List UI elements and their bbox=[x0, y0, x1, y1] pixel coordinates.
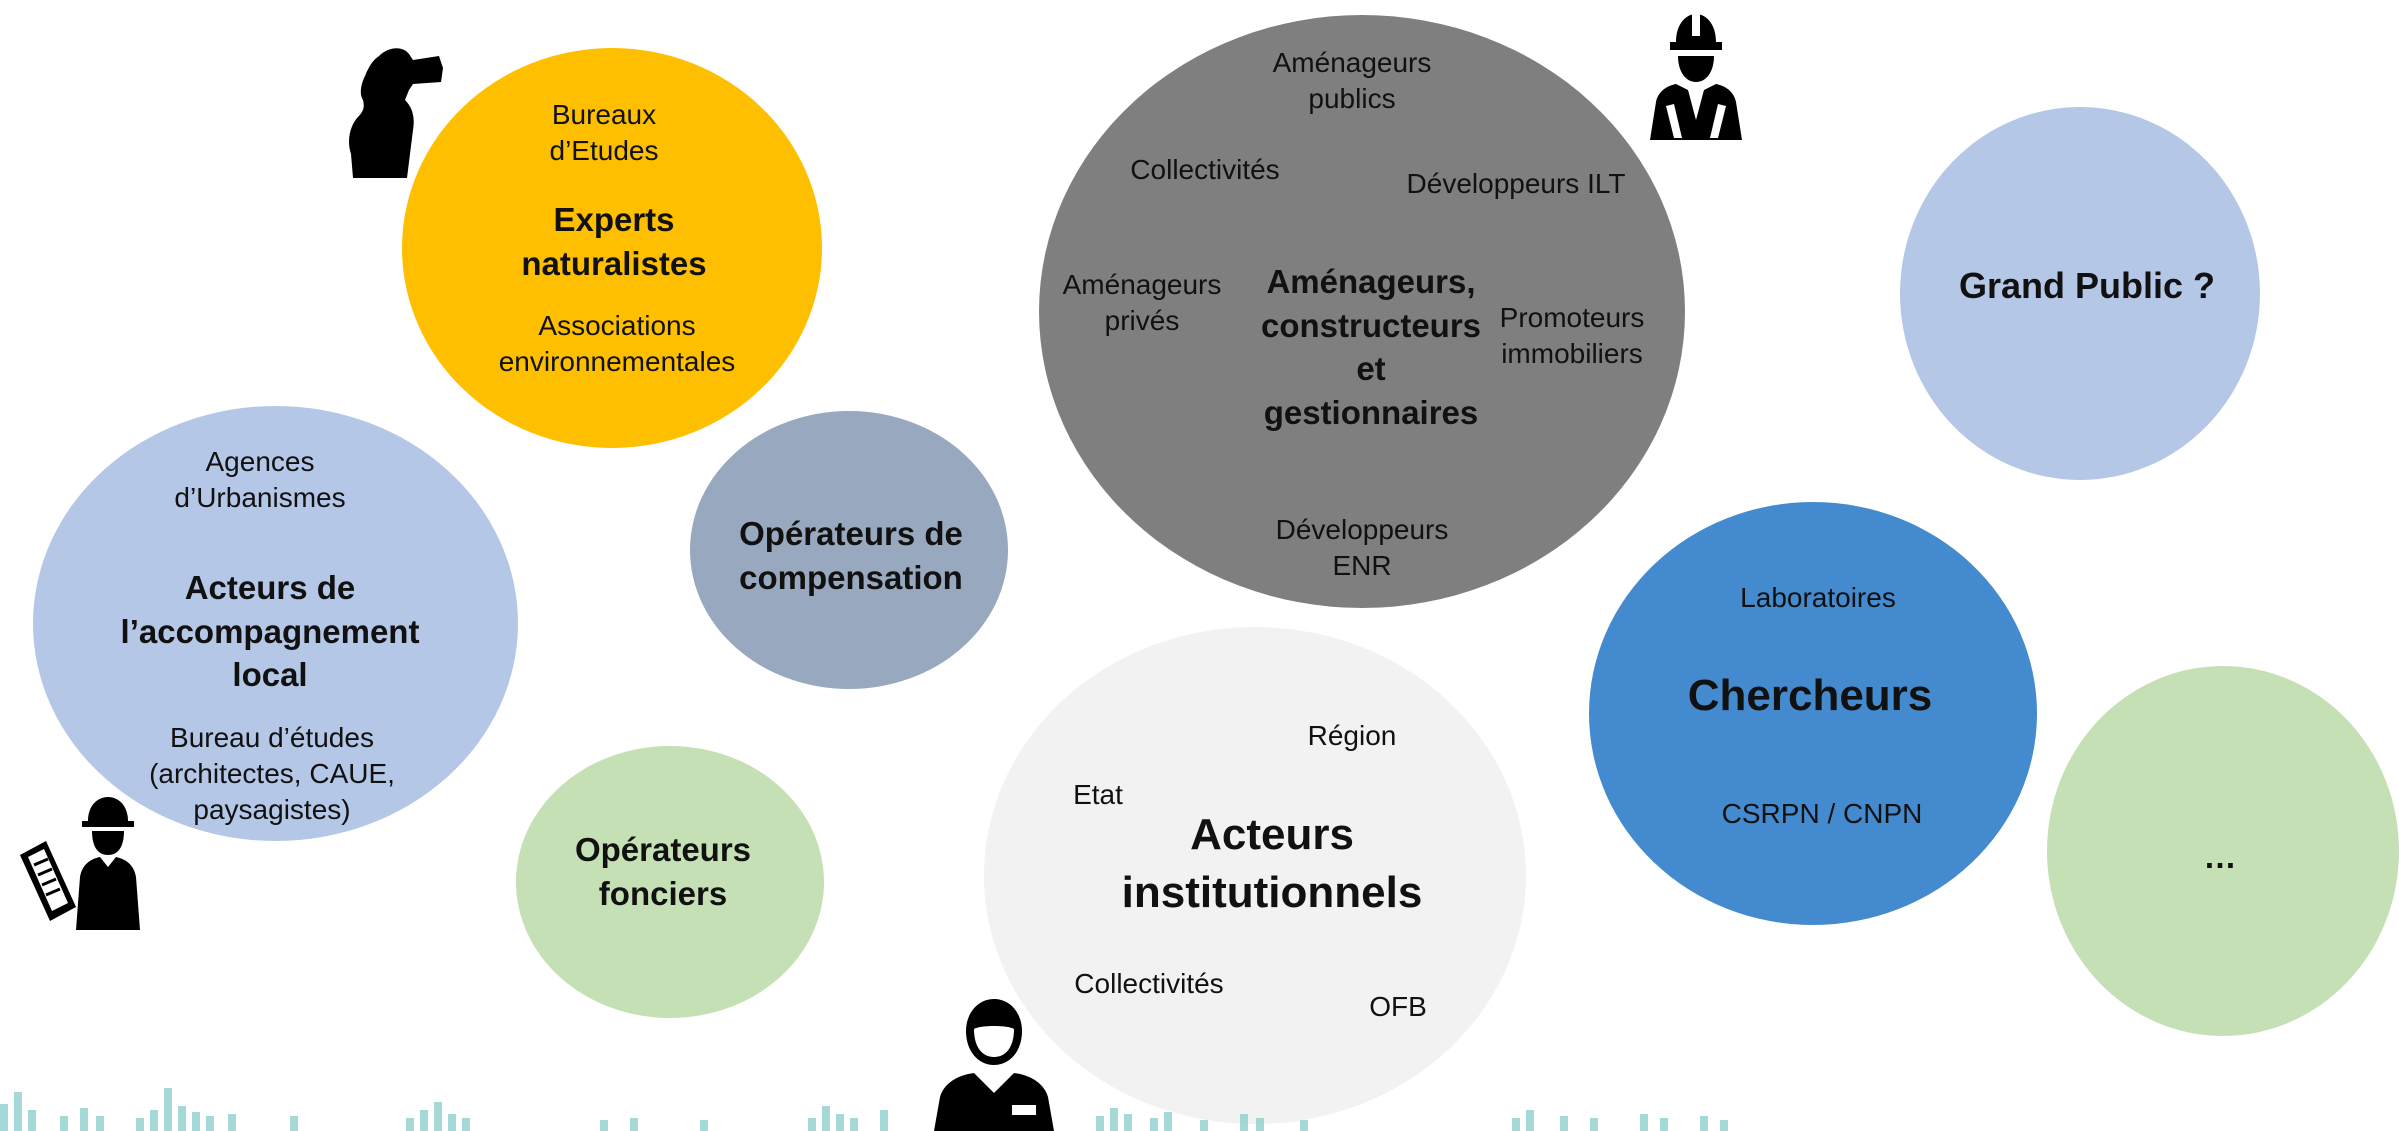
chercheurs-bubble bbox=[1589, 502, 2037, 925]
bureaux-etudes-label: Bureaux d’Etudes bbox=[549, 99, 659, 166]
amenageurs-publics-label: Aménageurs publics bbox=[1272, 47, 1432, 114]
collectivites-label: Collectivités bbox=[1130, 154, 1280, 185]
construction-worker-icon bbox=[1650, 14, 1742, 140]
amenageurs-title: Aménageurs, constructeurs et gestionnair… bbox=[1260, 263, 1482, 431]
institutionnels-bubble bbox=[984, 627, 1526, 1124]
other-actors-title: … bbox=[2203, 838, 2237, 875]
compensation-title: Opérateurs de compensation bbox=[739, 515, 963, 596]
developpeurs-enr-label: Développeurs ENR bbox=[1275, 514, 1449, 581]
agences-urbanismes-label: Agences d’Urbanismes bbox=[174, 446, 346, 513]
bureau-etudes-label: Bureau d’études (architectes, CAUE, pays… bbox=[149, 722, 395, 825]
architect-with-plans-icon bbox=[20, 797, 140, 930]
fonciers-title: Opérateurs fonciers bbox=[574, 831, 752, 912]
grand-public-title: Grand Public ? bbox=[1958, 265, 2216, 306]
official-person-icon bbox=[934, 999, 1054, 1131]
other-actors-bubble bbox=[2047, 666, 2399, 1036]
institutionnels-title: Acteurs institutionnels bbox=[1121, 810, 1423, 918]
developpeurs-ilt-label: Développeurs ILT bbox=[1406, 168, 1626, 199]
amenageurs-bubble bbox=[1039, 15, 1685, 608]
grand-public-bubble bbox=[1900, 107, 2260, 480]
experts-naturalistes-title: Experts naturalistes bbox=[521, 201, 707, 282]
decorative-dotted-band bbox=[0, 1088, 1728, 1131]
associations-label: Associations environnementales bbox=[498, 310, 736, 377]
chercheurs-title: Chercheurs bbox=[1687, 671, 1933, 720]
promoteurs-immobiliers-label: Promoteurs immobiliers bbox=[1499, 302, 1645, 369]
experts-naturalistes-bubble bbox=[402, 48, 822, 448]
laboratoires-label: Laboratoires bbox=[1740, 582, 1896, 613]
compensation-bubble bbox=[690, 411, 1008, 689]
accompagnement-bubble bbox=[33, 406, 518, 841]
etat-label: Etat bbox=[1073, 779, 1123, 810]
csrpn-cnpn-label: CSRPN / CNPN bbox=[1721, 798, 1923, 829]
region-label: Région bbox=[1307, 720, 1397, 751]
accompagnement-title: Acteurs de l’accompagnement local bbox=[120, 569, 420, 694]
amenageurs-prives-label: Aménageurs privés bbox=[1062, 269, 1222, 336]
fonciers-bubble bbox=[516, 746, 824, 1018]
ofb-label: OFB bbox=[1369, 991, 1427, 1022]
binoculars-person-icon bbox=[349, 48, 443, 178]
collectivites-institutionnels-label: Collectivités bbox=[1074, 968, 1224, 999]
